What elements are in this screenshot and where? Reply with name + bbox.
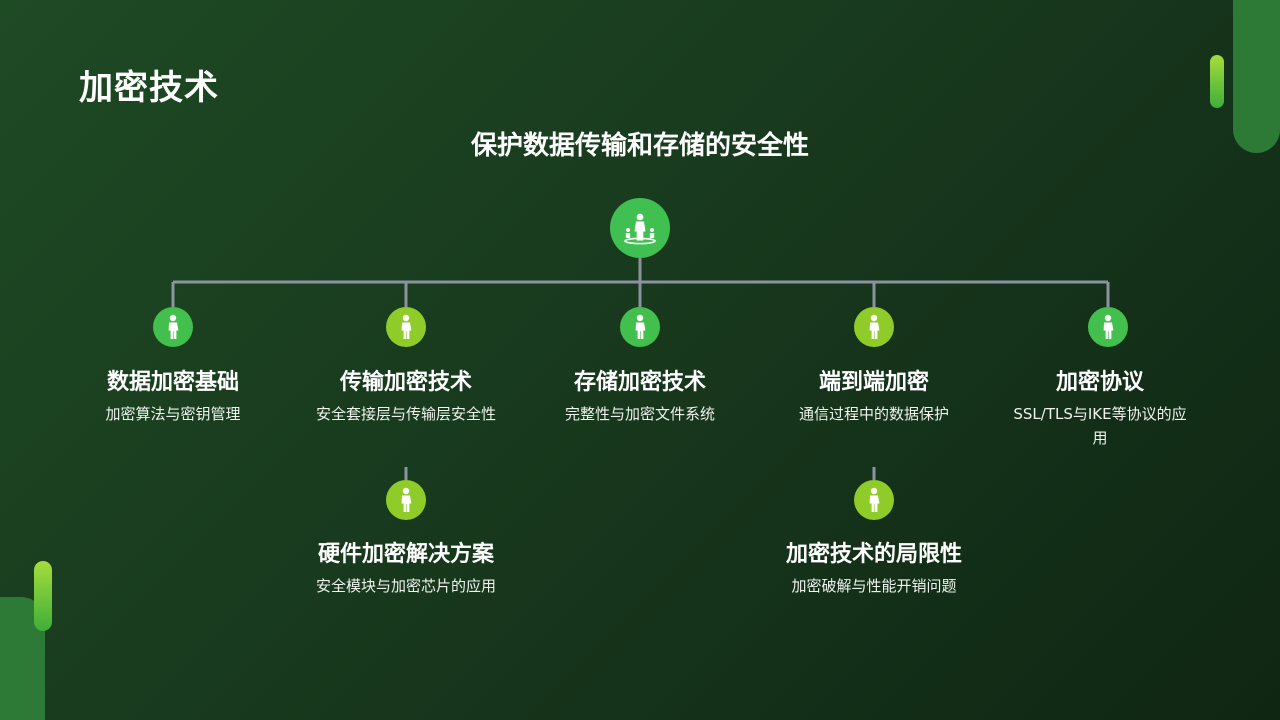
node-desc-2: 安全套接层与传输层安全性 [315,405,496,423]
person-network-icon [624,213,656,245]
node-desc-7: 加密破解与性能开销问题 [791,577,957,595]
node-circle-6 [386,480,426,520]
person-icon [635,314,646,339]
node-title-5: 加密协议 [1055,370,1144,395]
person-icon [869,487,880,512]
person-icon [869,314,880,339]
page-title: 加密技术 [79,68,219,108]
node-circle-3 [620,307,660,347]
person-icon [1103,314,1114,339]
person-icon [401,314,412,339]
node-desc-5: SSL/TLS与IKE等协议的应用 [1013,405,1187,447]
person-icon [168,314,179,339]
decorative-pill-top-right [1210,55,1224,108]
node-desc-3: 完整性与加密文件系统 [564,405,715,423]
root-node [610,198,670,258]
node-circle-5 [1088,307,1128,347]
decorative-pill-bottom-left [34,561,52,631]
node-circle-2 [386,307,426,347]
node-circle-7 [854,480,894,520]
node-desc-6: 安全模块与加密芯片的应用 [315,577,496,595]
node-title-4: 端到端加密 [818,370,929,395]
node-circle-1 [153,307,193,347]
node-title-1: 数据加密基础 [106,370,239,395]
node-desc-1: 加密算法与密钥管理 [105,405,241,423]
decorative-block-top-right [1233,0,1280,153]
node-desc-4: 通信过程中的数据保护 [798,405,949,423]
node-title-6: 硬件加密解决方案 [317,542,494,567]
diagram-subtitle: 保护数据传输和存储的安全性 [470,131,809,161]
node-title-2: 传输加密技术 [339,370,472,395]
node-title-7: 加密技术的局限性 [785,542,962,567]
person-icon [401,487,412,512]
node-title-3: 存储加密技术 [573,370,706,395]
node-circle-4 [854,307,894,347]
